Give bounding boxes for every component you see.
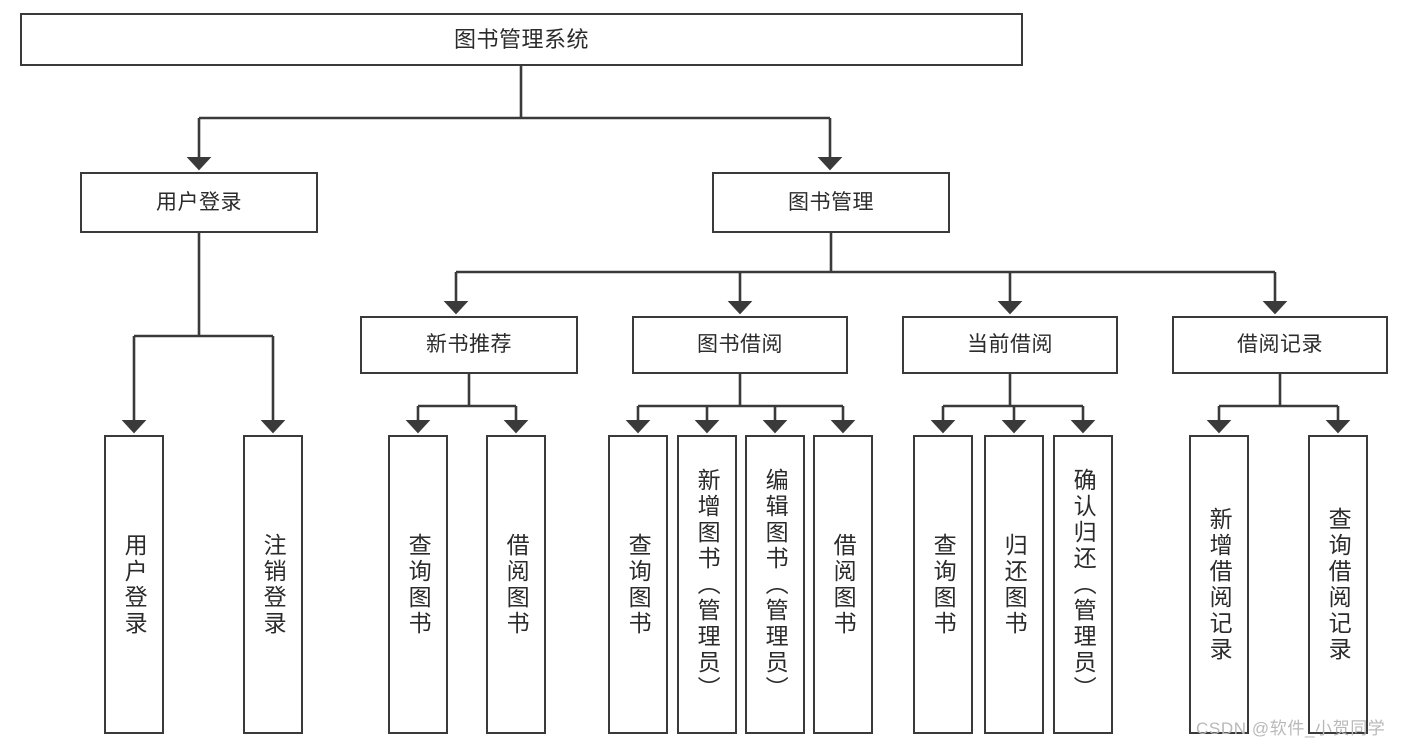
node-root-label: 图书管理系统 [453, 26, 589, 52]
csdn-watermark: CSDN @软件_小贺同学 [1196, 719, 1386, 738]
node-leaf-add-borrow-record[interactable]: 新增借阅记录 [1189, 435, 1249, 734]
edges-bookmanage-to-level3 [443, 233, 1288, 315]
node-leaf-confirm-return-admin-label: 确认归还（管理员） [1070, 467, 1097, 702]
node-leaf-query-book-rec[interactable]: 查询图书 [388, 435, 448, 734]
node-leaf-user-logout-label: 注销登录 [260, 532, 287, 637]
node-leaf-edit-book-admin[interactable]: 编辑图书（管理员） [745, 435, 805, 734]
node-leaf-query-borrow-record[interactable]: 查询借阅记录 [1308, 435, 1368, 734]
edges-newbook-to-leaves [405, 374, 529, 434]
node-root[interactable]: 图书管理系统 [20, 13, 1023, 66]
node-leaf-query-book-borrow-label: 查询图书 [625, 532, 652, 637]
node-leaf-query-book-current-label: 查询图书 [930, 532, 957, 637]
node-leaf-return-book-label: 归还图书 [1001, 532, 1028, 637]
node-leaf-add-borrow-record-label: 新增借阅记录 [1206, 506, 1233, 663]
node-book-borrow[interactable]: 图书借阅 [632, 316, 848, 374]
edges-bookborrow-to-leaves [625, 374, 856, 434]
node-book-borrow-label: 图书借阅 [697, 333, 783, 357]
node-user-login-label: 用户登录 [156, 190, 242, 214]
node-leaf-user-logout[interactable]: 注销登录 [243, 435, 303, 734]
node-leaf-borrow-book-rec-label: 借阅图书 [503, 532, 530, 637]
node-book-manage[interactable]: 图书管理 [712, 172, 950, 233]
node-leaf-edit-book-admin-label: 编辑图书（管理员） [762, 467, 789, 702]
node-leaf-borrow-book-label: 借阅图书 [830, 532, 857, 637]
edges-borrowrecord-to-leaves [1206, 374, 1351, 434]
node-leaf-query-book-rec-label: 查询图书 [405, 532, 432, 637]
node-new-book-recommend[interactable]: 新书推荐 [360, 316, 578, 374]
node-leaf-query-book-borrow[interactable]: 查询图书 [608, 435, 668, 734]
node-borrow-record[interactable]: 借阅记录 [1172, 316, 1388, 374]
node-leaf-borrow-book-rec[interactable]: 借阅图书 [486, 435, 546, 734]
edges-userlogin-to-leaves [121, 233, 286, 434]
node-leaf-confirm-return-admin[interactable]: 确认归还（管理员） [1053, 435, 1113, 734]
node-leaf-return-book[interactable]: 归还图书 [984, 435, 1044, 734]
edges-currentborrow-to-leaves [930, 374, 1096, 434]
edges-root-to-level2 [186, 66, 843, 171]
node-user-login[interactable]: 用户登录 [80, 172, 318, 233]
node-leaf-user-login-label: 用户登录 [121, 532, 148, 637]
node-current-borrow-label: 当前借阅 [967, 333, 1053, 357]
node-leaf-query-book-current[interactable]: 查询图书 [913, 435, 973, 734]
node-borrow-record-label: 借阅记录 [1237, 333, 1323, 357]
node-book-manage-label: 图书管理 [788, 190, 874, 214]
node-current-borrow[interactable]: 当前借阅 [902, 316, 1118, 374]
node-leaf-add-book-admin-label: 新增图书（管理员） [694, 467, 721, 702]
node-leaf-add-book-admin[interactable]: 新增图书（管理员） [677, 435, 737, 734]
node-leaf-user-login[interactable]: 用户登录 [104, 435, 164, 734]
node-leaf-query-borrow-record-label: 查询借阅记录 [1325, 506, 1352, 663]
node-leaf-borrow-book[interactable]: 借阅图书 [813, 435, 873, 734]
node-new-book-recommend-label: 新书推荐 [426, 333, 512, 357]
